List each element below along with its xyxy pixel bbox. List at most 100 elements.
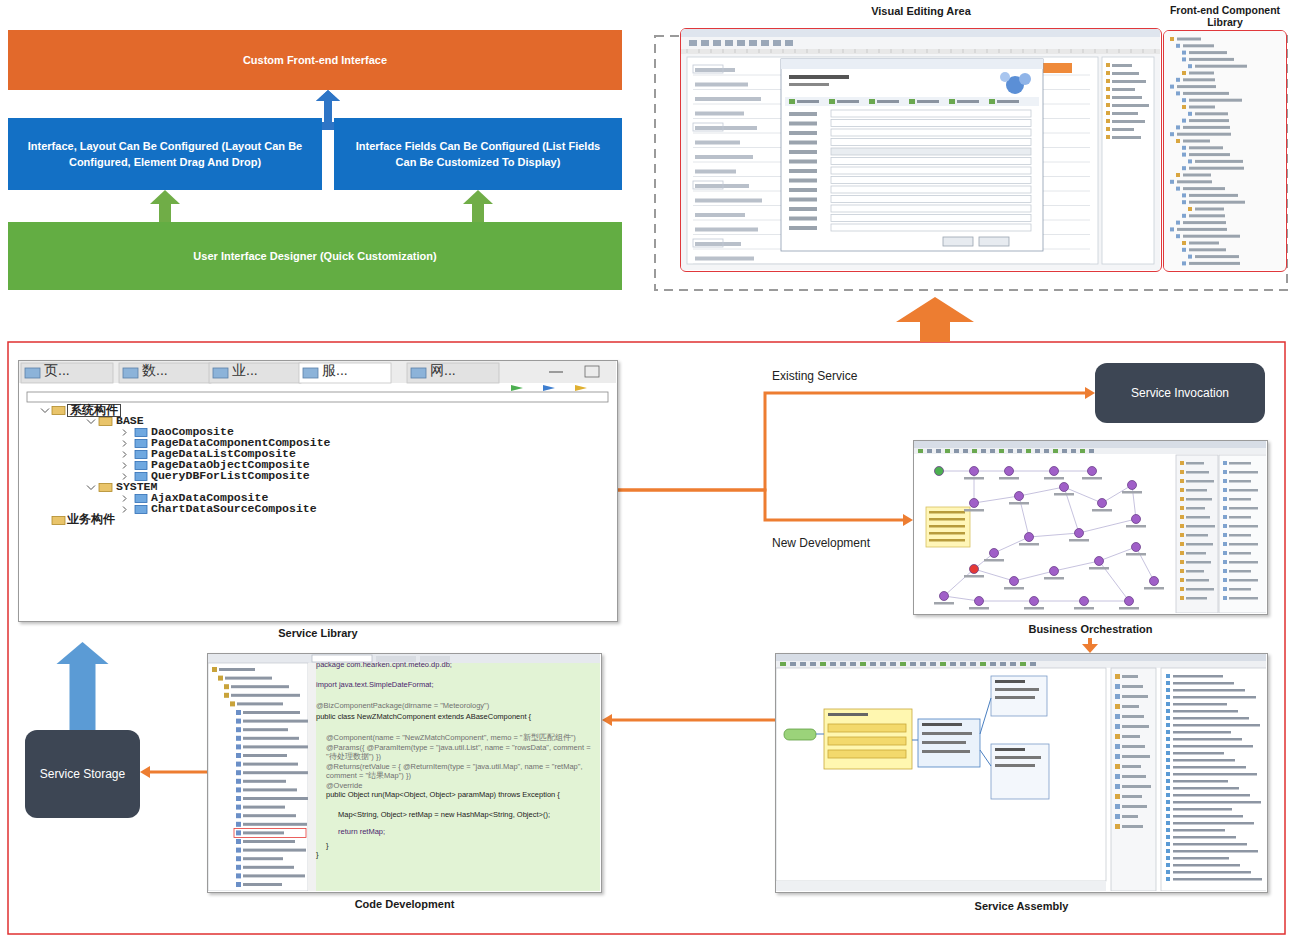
illustration-part [243,806,285,809]
illustration-part [1173,794,1250,797]
illustration-part [785,40,793,46]
illustration-part [236,753,241,758]
illustration-part [1144,587,1164,590]
illustration-part [1115,674,1120,679]
illustration-part [1122,735,1140,738]
illustration-part [810,662,816,666]
illustration-part [135,451,147,459]
illustration-part [1173,682,1234,685]
illustration-part [1166,751,1170,755]
illustration-part [990,449,995,453]
illustration-part [1150,577,1159,586]
code-line: return retMap; [316,827,596,837]
illustration-part [1112,104,1149,107]
illustration-part [212,667,217,672]
illustration-part [1229,597,1258,600]
illustration-part [970,499,979,508]
illustration-part [855,49,856,53]
illustration-part [1173,864,1240,867]
code-line: Map<String, Object> retMap = new HashMap… [316,810,596,820]
illustration-part [737,40,745,46]
illustration-part [1115,724,1120,729]
illustration-part [963,449,968,453]
illustration-part [695,184,749,188]
illustration-part [689,40,697,46]
code-listing: package com.hearken.cpnt.meteo.dp.db;imp… [316,660,596,860]
illustration-part [761,40,769,46]
illustration-part [99,484,112,492]
illustration-part [789,160,817,164]
illustration-part [1170,37,1174,41]
illustration-part [1170,227,1174,231]
illustration-part [1180,569,1184,573]
illustration-part [1011,49,1012,53]
illustration-part [970,565,979,574]
illustration-part [687,49,688,53]
illustration-part [1183,235,1240,238]
tree-item-label: AjaxDataComposite [151,492,268,503]
caption-box: Service Assembly [775,900,1268,913]
illustration-part [19,361,616,620]
illustration-part [1122,725,1149,728]
illustration-part [1186,534,1208,537]
illustration-part [1183,78,1215,81]
illustration-part [236,822,241,827]
illustration-part [1166,695,1170,699]
screenshot-frame [775,653,1268,893]
illustration-part [1000,72,1010,82]
illustration-part [980,662,986,666]
illustration-part [914,448,1266,454]
illustration-part [783,49,784,53]
illustration-part [1059,49,1060,53]
screenshot-frame [680,28,1162,272]
illustration-part [236,813,241,818]
illustration-part [1115,744,1120,749]
illustration-part [1223,533,1227,537]
illustration-part [681,49,1160,54]
illustration-part [914,441,1266,613]
illustration-part [1173,710,1238,713]
illustration-part [1112,120,1145,123]
illustration-part [995,696,1035,699]
illustration-part [964,509,984,512]
illustration-part [1131,49,1132,53]
illustration-part [1112,80,1146,83]
illustration-part [1122,815,1138,818]
illustration-part [123,463,126,469]
connector-line [70,664,96,730]
illustration-part [236,839,241,844]
illustration-part [681,29,1160,270]
illustration-part [693,181,723,189]
illustration-part [1164,31,1285,270]
illustration-part [1173,857,1229,860]
illustration-part [1126,525,1146,528]
illustration-part [1023,49,1024,53]
illustration-part [918,719,980,767]
illustration-part [693,123,723,131]
illustration-part [989,99,995,104]
illustration-part [1195,208,1224,211]
illustration-part [1115,734,1120,739]
illustration-part [1173,738,1242,741]
illustration-part [1229,543,1258,546]
illustration-part [123,496,126,502]
illustration-part [1186,462,1204,465]
service-box: Service Invocation [1095,363,1265,423]
illustration-part [1223,479,1227,483]
illustration-part [995,680,1025,683]
illustration-part [1098,499,1107,508]
illustration-part [1186,597,1207,600]
illustration-part [723,49,724,53]
band-label: User Interface Designer (Quick Customiza… [193,248,436,265]
code-line: @BizComponentPackage(dirname = "Meteorol… [316,701,596,711]
illustration-part [1173,787,1239,790]
illustration-part [1106,79,1110,83]
illustration-part [1080,449,1085,453]
tree-item-label: PageDataObjectComposite [151,459,310,470]
illustration-part [1186,570,1204,573]
illustration-part [987,49,988,53]
illustration-part [1095,557,1104,566]
text-group: Service Storage [40,765,125,783]
illustration-part [1182,193,1186,197]
